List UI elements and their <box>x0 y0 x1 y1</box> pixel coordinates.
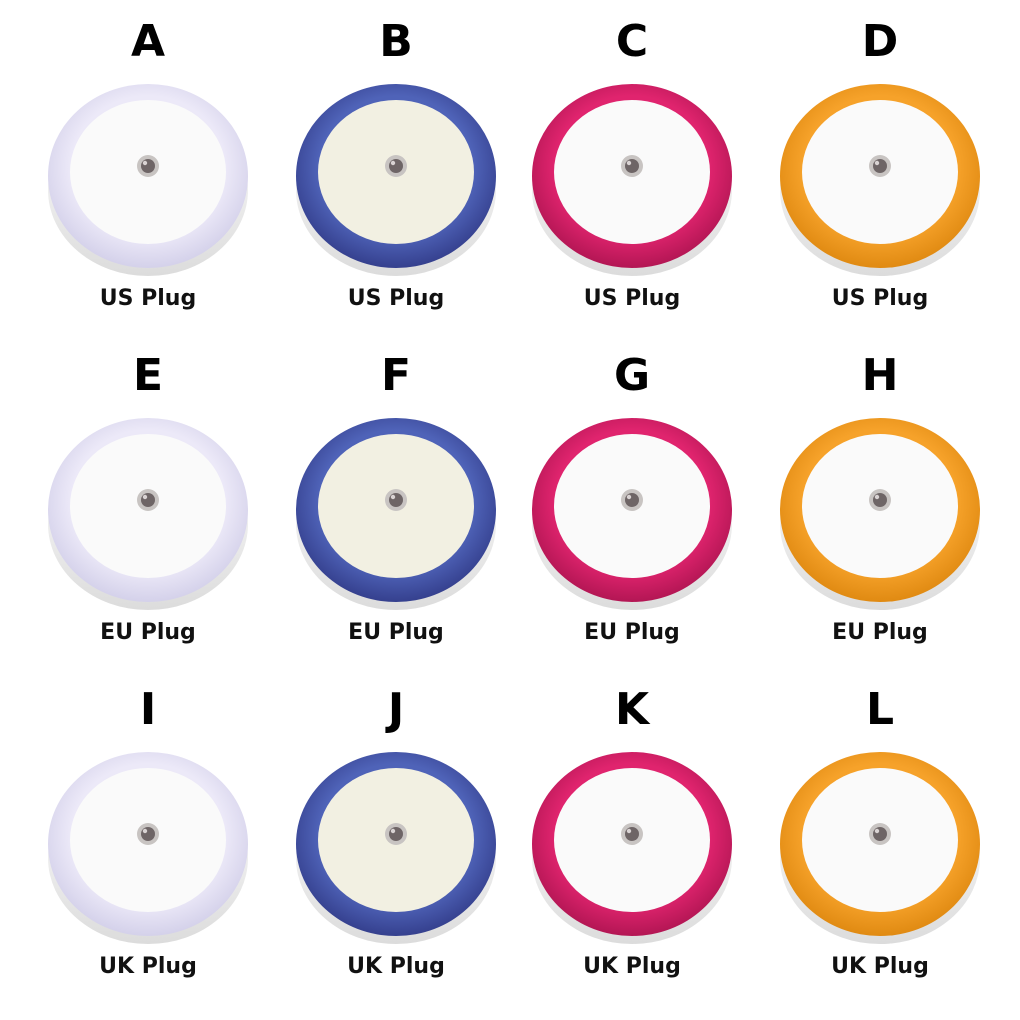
night-light-drawing <box>296 84 496 276</box>
light-sensor-icon <box>625 827 639 841</box>
variant-letter: K <box>614 684 650 735</box>
night-light-drawing <box>780 418 980 610</box>
variant-card: G EU Plug <box>512 334 752 654</box>
night-light-image <box>294 748 498 948</box>
plug-type-label: UK Plug <box>99 954 197 979</box>
night-light-image <box>46 414 250 614</box>
variant-letter: A <box>130 16 166 67</box>
sensor-glint <box>626 494 632 500</box>
variant-letter: D <box>861 16 899 67</box>
sensor-glint <box>626 160 632 166</box>
variant-card: E EU Plug <box>28 334 268 654</box>
night-light-image <box>46 80 250 280</box>
light-sensor-icon <box>389 159 403 173</box>
night-light-drawing <box>532 752 732 944</box>
variant-card: I UK Plug <box>28 668 268 988</box>
plug-type-label: US Plug <box>831 286 929 311</box>
plug-type-label: US Plug <box>99 286 197 311</box>
plug-type-label: EU Plug <box>832 620 928 645</box>
light-sensor-icon <box>141 493 155 507</box>
plug-type-label: US Plug <box>347 286 445 311</box>
night-light-image <box>778 414 982 614</box>
variant-letter: L <box>865 684 895 735</box>
night-light-image <box>294 80 498 280</box>
sensor-glint <box>142 828 148 834</box>
variant-card: F EU Plug <box>276 334 516 654</box>
variant-card: D US Plug <box>760 0 1000 320</box>
light-sensor-icon <box>873 159 887 173</box>
light-sensor-icon <box>625 159 639 173</box>
variant-card: J UK Plug <box>276 668 516 988</box>
variant-letter: F <box>380 350 412 401</box>
variant-letter: E <box>132 350 164 401</box>
night-light-image <box>294 414 498 614</box>
night-light-drawing <box>532 84 732 276</box>
variant-letter: J <box>387 684 405 735</box>
sensor-glint <box>874 160 880 166</box>
night-light-drawing <box>296 418 496 610</box>
night-light-image <box>530 414 734 614</box>
night-light-drawing <box>780 84 980 276</box>
variant-card: B US Plug <box>276 0 516 320</box>
sensor-glint <box>142 160 148 166</box>
night-light-drawing <box>48 84 248 276</box>
plug-type-label: EU Plug <box>100 620 196 645</box>
sensor-glint <box>390 494 396 500</box>
plug-type-label: UK Plug <box>583 954 681 979</box>
night-light-drawing <box>780 752 980 944</box>
light-sensor-icon <box>873 827 887 841</box>
sensor-glint <box>390 828 396 834</box>
light-sensor-icon <box>389 493 403 507</box>
light-sensor-icon <box>141 159 155 173</box>
night-light-drawing <box>296 752 496 944</box>
night-light-drawing <box>48 752 248 944</box>
night-light-drawing <box>532 418 732 610</box>
light-sensor-icon <box>625 493 639 507</box>
plug-type-label: UK Plug <box>347 954 445 979</box>
night-light-image <box>778 748 982 948</box>
variant-card: A US Plug <box>28 0 268 320</box>
plug-type-label: EU Plug <box>584 620 680 645</box>
night-light-image <box>530 80 734 280</box>
plug-type-label: UK Plug <box>831 954 929 979</box>
night-light-image <box>778 80 982 280</box>
sensor-glint <box>874 828 880 834</box>
plug-type-label: US Plug <box>583 286 681 311</box>
sensor-glint <box>142 494 148 500</box>
variant-letter: I <box>139 684 157 735</box>
plug-type-label: EU Plug <box>348 620 444 645</box>
sensor-glint <box>390 160 396 166</box>
variant-letter: H <box>861 350 899 401</box>
light-sensor-icon <box>389 827 403 841</box>
sensor-glint <box>874 494 880 500</box>
variant-letter: G <box>613 350 651 401</box>
variant-card: L UK Plug <box>760 668 1000 988</box>
sensor-glint <box>626 828 632 834</box>
night-light-image <box>530 748 734 948</box>
night-light-image <box>46 748 250 948</box>
light-sensor-icon <box>873 493 887 507</box>
variant-card: C US Plug <box>512 0 752 320</box>
variant-card: H EU Plug <box>760 334 1000 654</box>
variant-card: K UK Plug <box>512 668 752 988</box>
variant-letter: C <box>615 16 649 67</box>
light-sensor-icon <box>141 827 155 841</box>
night-light-drawing <box>48 418 248 610</box>
variant-letter: B <box>379 16 413 67</box>
